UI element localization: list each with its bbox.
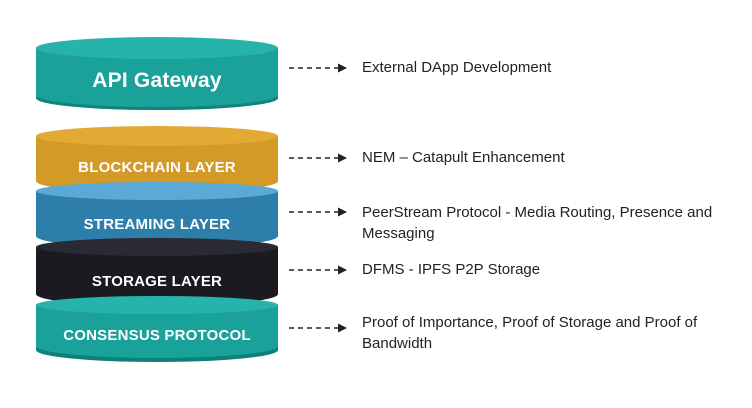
layer-label: STREAMING LAYER [84, 216, 231, 233]
arrow-blockchain [289, 153, 347, 163]
layer-description-streaming: PeerStream Protocol - Media Routing, Pre… [362, 204, 713, 242]
layer-storage: STORAGE LAYER [36, 238, 278, 306]
arrow-streaming [289, 207, 347, 217]
layer-label: STORAGE LAYER [92, 273, 222, 290]
layer-description-storage: DFMS - IPFS P2P Storage [362, 261, 541, 278]
cylinder-body [36, 247, 278, 306]
cylinder-top [36, 296, 278, 314]
cylinder-body [36, 305, 278, 358]
layer-streaming: STREAMING LAYER [36, 182, 278, 248]
arrow-storage [289, 265, 347, 275]
layer-description-blockchain: NEM – Catapult Enhancement [362, 149, 565, 166]
layer-label: BLOCKCHAIN LAYER [78, 159, 236, 176]
arrow-api-gateway [289, 63, 347, 73]
layer-blockchain: BLOCKCHAIN LAYER [36, 126, 278, 193]
layer-api-gateway: API Gateway [36, 37, 278, 110]
layer-consensus: CONSENSUS PROTOCOL [36, 296, 278, 362]
cylinder-top [36, 238, 278, 256]
cylinder-top [36, 37, 278, 59]
layer-description-consensus: Proof of Importance, Proof of Storage an… [362, 314, 698, 352]
arrow-consensus [289, 323, 347, 333]
layer-label: API Gateway [92, 69, 222, 92]
layer-description-api-gateway: External DApp Development [362, 59, 552, 76]
cylinder-body [36, 48, 278, 107]
cylinder-body [36, 136, 278, 193]
cylinder-body [36, 191, 278, 248]
cylinder-top [36, 182, 278, 200]
layer-label: CONSENSUS PROTOCOL [63, 327, 251, 344]
cylinder-top [36, 126, 278, 146]
